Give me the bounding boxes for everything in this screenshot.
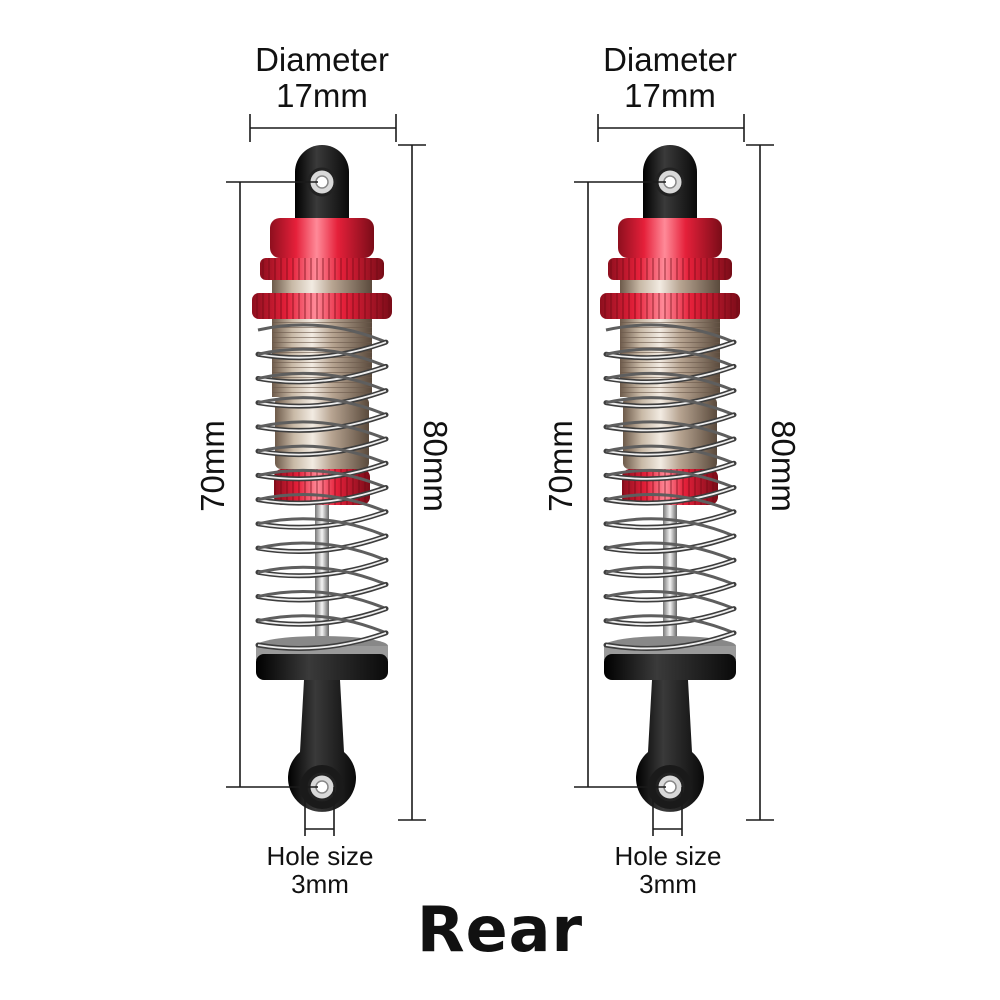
spring-coil-highlight xyxy=(257,607,387,626)
spring-coil-highlight xyxy=(605,341,735,359)
hole-size-value: 3mm xyxy=(639,869,697,899)
spring-coil-back xyxy=(605,371,735,392)
eye-to-eye-length-label: 70mm xyxy=(542,420,579,512)
spring-coil-highlight xyxy=(605,583,735,601)
diameter-label: Diameter xyxy=(603,41,737,78)
hole-size-label: Hole size xyxy=(267,841,374,871)
diameter-value: 17mm xyxy=(276,77,368,114)
spring-coil-highlight xyxy=(257,486,387,504)
spring-coil-highlight xyxy=(257,583,387,601)
spring-coil-highlight xyxy=(605,535,735,553)
spring-coil-highlight xyxy=(605,607,735,626)
eye-to-eye-length-label: 70mm xyxy=(194,420,231,512)
spring-coil-back xyxy=(257,614,387,635)
spring-coil-back xyxy=(605,565,735,586)
spring-coil-back xyxy=(257,323,387,344)
spring-coil-highlight xyxy=(257,632,387,650)
overall-length-label: 80mm xyxy=(765,420,802,512)
spring-coil-highlight xyxy=(257,510,387,529)
shock-left xyxy=(250,143,394,814)
spring-coil-back xyxy=(605,323,735,344)
spring-coil-back xyxy=(257,589,387,611)
spring-coil-back xyxy=(605,541,735,562)
overall-length-label: 80mm xyxy=(417,420,454,512)
spring-coil-highlight xyxy=(605,413,735,432)
spring-coil-back xyxy=(605,493,735,514)
spring-coil-back xyxy=(605,614,735,635)
dimension-lines-right xyxy=(574,114,774,836)
hole-size-label: Hole size xyxy=(615,841,722,871)
spring-coil-back xyxy=(257,371,387,392)
spring-coil-back xyxy=(605,444,735,465)
diameter-label: Diameter xyxy=(255,41,389,78)
dimension-lines-left xyxy=(226,114,426,836)
spring-coil-back xyxy=(257,420,387,441)
spring-coil-highlight xyxy=(257,559,387,577)
spring-coil-highlight xyxy=(605,486,735,504)
spring-coil-highlight xyxy=(257,413,387,432)
spring-coil-back xyxy=(257,444,387,465)
spring-coil-highlight xyxy=(605,462,735,480)
hole-size-value: 3mm xyxy=(291,869,349,899)
spring-coil-highlight xyxy=(257,389,387,408)
spring-coil-back xyxy=(605,420,735,441)
spring-coil-highlight xyxy=(605,389,735,408)
spring-coil-highlight xyxy=(257,438,387,456)
spring-coil-highlight xyxy=(257,462,387,480)
shock-right xyxy=(598,143,742,814)
spring-coil-highlight xyxy=(605,559,735,577)
spring-coil-back xyxy=(605,468,735,489)
spring-coil-highlight xyxy=(257,535,387,553)
spring-coil-highlight xyxy=(605,438,735,456)
spring-coil-back xyxy=(257,347,387,368)
spring-coil-back xyxy=(257,517,387,538)
spring-coil-highlight xyxy=(605,632,735,650)
spring-coil-highlight xyxy=(605,365,735,383)
spring-coil-back xyxy=(605,347,735,368)
coil-spring xyxy=(255,323,389,651)
spring-coil-back xyxy=(257,565,387,586)
spring-coil-highlight xyxy=(257,365,387,383)
coil-spring xyxy=(603,323,737,651)
spring-coil-highlight xyxy=(257,341,387,359)
spring-coil-back xyxy=(605,589,735,611)
spring-coil-back xyxy=(605,517,735,538)
spring-coil-back xyxy=(257,541,387,562)
spring-coil-back xyxy=(257,493,387,514)
diagram-title: Rear xyxy=(416,893,584,966)
spring-coil-back xyxy=(257,468,387,489)
spring-coil-back xyxy=(605,396,735,417)
diameter-value: 17mm xyxy=(624,77,716,114)
spring-coil-highlight xyxy=(605,510,735,529)
spring-coil-back xyxy=(257,396,387,417)
